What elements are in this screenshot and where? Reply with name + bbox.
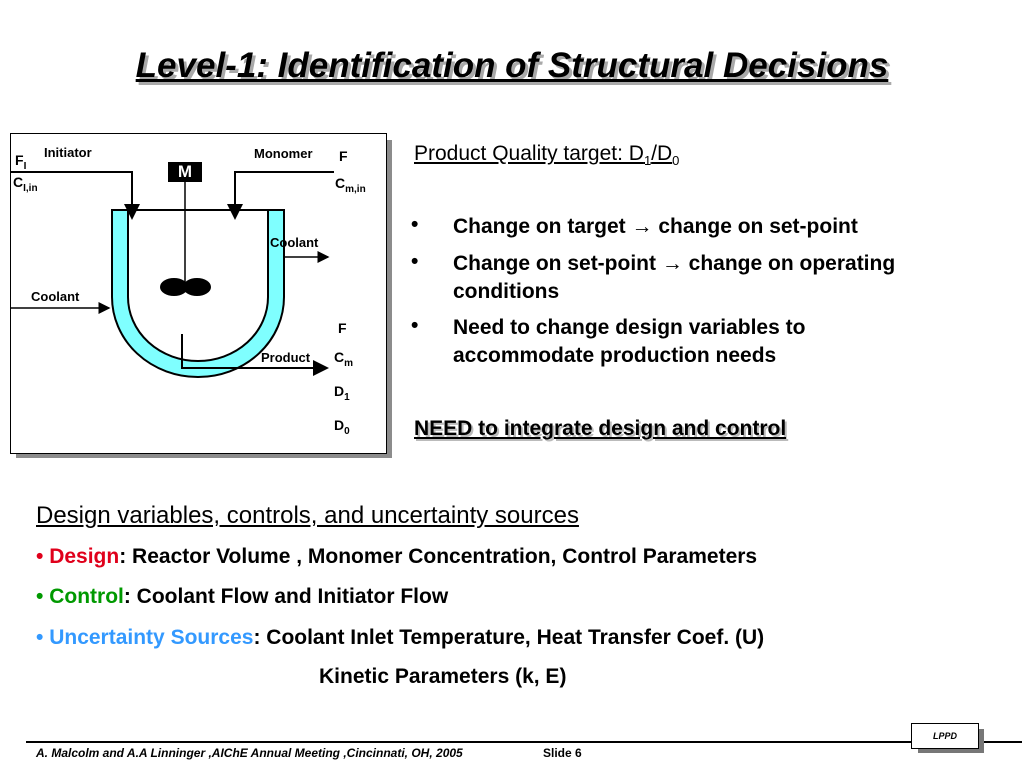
design-line: • Design: Reactor Volume , Monomer Conce…	[36, 545, 758, 568]
initiator-flow-var: FI	[15, 152, 27, 172]
product-d1-var: D1	[334, 383, 350, 403]
reactor-drawing	[11, 171, 334, 378]
uncertainty-label: Uncertainty Sources	[49, 626, 254, 649]
control-line: • Control: Coolant Flow and Initiator Fl…	[36, 585, 449, 608]
impeller-blade-right	[183, 278, 211, 296]
product-d0-var: D0	[334, 417, 350, 437]
bullet-change-setpoint: • Change on set-point → change on operat…	[411, 250, 896, 303]
product-label: Product	[261, 350, 311, 365]
monomer-flow-var: F	[339, 148, 348, 164]
reactor-diagram: Initiator Monomer Coolant Coolant Produc…	[10, 133, 387, 454]
control-label: Control	[49, 585, 124, 608]
monomer-conc-var: Cm,in	[335, 175, 366, 195]
arrow-right-icon: →	[661, 252, 683, 275]
uncertainty-line: • Uncertainty Sources: Coolant Inlet Tem…	[36, 626, 765, 649]
coolant-in-label: Coolant	[31, 289, 80, 304]
arrow-right-icon: →	[631, 215, 653, 238]
coolant-out-label: Coolant	[270, 235, 319, 250]
bullet-change-target: • Change on target → change on set-point	[411, 213, 858, 238]
lppd-logo: LPPD	[911, 723, 979, 749]
initiator-conc-var: CI,in	[13, 174, 38, 194]
slide-title: Level-1: Identification of Structural De…	[135, 46, 889, 85]
design-section-header: Design variables, controls, and uncertai…	[36, 502, 579, 529]
impeller-blade-left	[160, 278, 188, 296]
bullet-design-variables: • Need to change design variables to acc…	[411, 314, 806, 367]
initiator-label: Initiator	[44, 145, 92, 160]
uncertainty-line-2: Kinetic Parameters (k, E)	[319, 665, 567, 688]
slide-number: Slide 6	[543, 746, 582, 760]
monomer-label: Monomer	[254, 146, 313, 161]
quality-target: Product Quality target: D1/D0	[414, 142, 680, 169]
monomer-feed-line	[227, 171, 334, 220]
product-outlet-line	[181, 334, 329, 376]
footer-authors: A. Malcolm and A.A Linninger ,AIChE Annu…	[36, 746, 463, 760]
footer-divider	[26, 741, 1022, 743]
initiator-feed-line	[11, 171, 140, 220]
design-label: Design	[49, 545, 120, 568]
product-conc-var: Cm	[334, 349, 354, 369]
integrate-statement: NEED to integrate design and control	[414, 417, 787, 440]
mixer-motor-badge: M	[168, 162, 202, 182]
product-flow-var: F	[338, 320, 347, 336]
